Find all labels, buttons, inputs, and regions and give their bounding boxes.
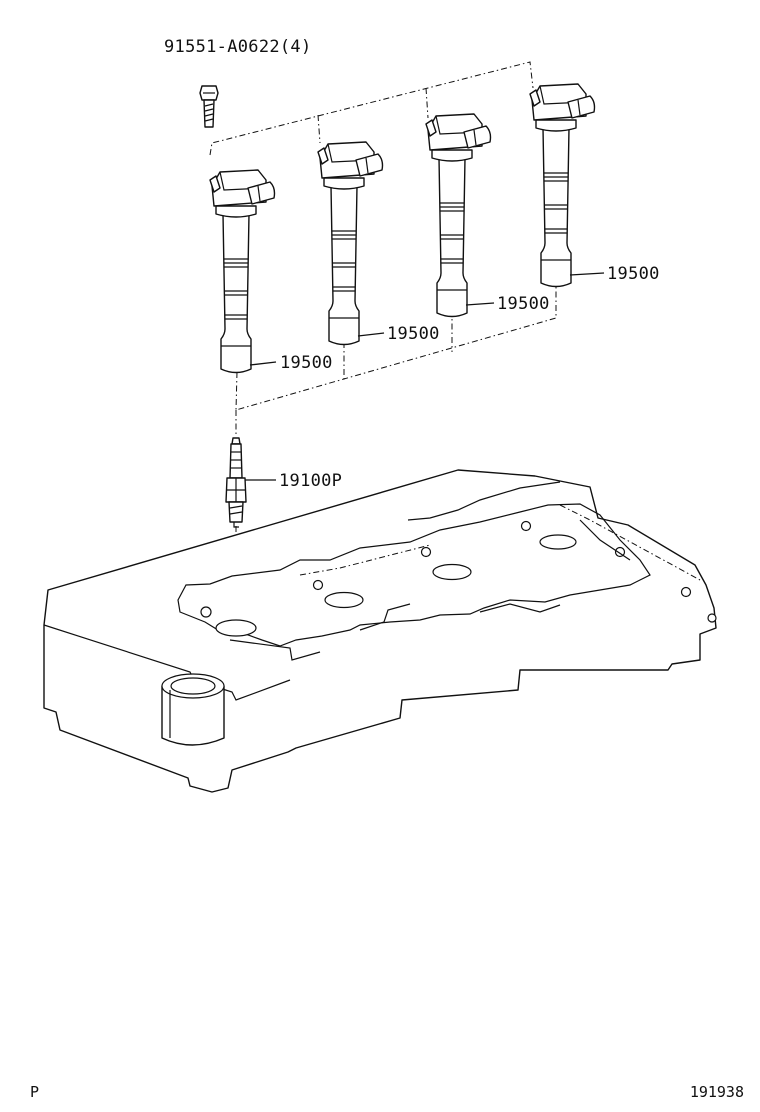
ignition-coil-1 — [209, 169, 276, 374]
coil-1-part-number: 19500 — [280, 353, 333, 373]
coil-2-part-number: 19500 — [387, 324, 440, 344]
footer-left-code: P — [30, 1083, 39, 1101]
footer-right-code: 191938 — [690, 1083, 744, 1101]
coil-4-part-number: 19500 — [607, 264, 660, 284]
coil-3-part-number: 19500 — [497, 294, 550, 314]
cylinder-head-cover — [43, 469, 717, 793]
ignition-coil-4 — [529, 83, 596, 288]
ignition-coil-2 — [317, 141, 384, 346]
bolt-part — [199, 85, 219, 128]
spark-plug-part-number: 19100P — [279, 471, 342, 491]
ignition-coil-3 — [425, 113, 492, 318]
bolt-part-number: 91551-A0622(4) — [164, 37, 312, 57]
spark-plug-part — [225, 437, 247, 528]
